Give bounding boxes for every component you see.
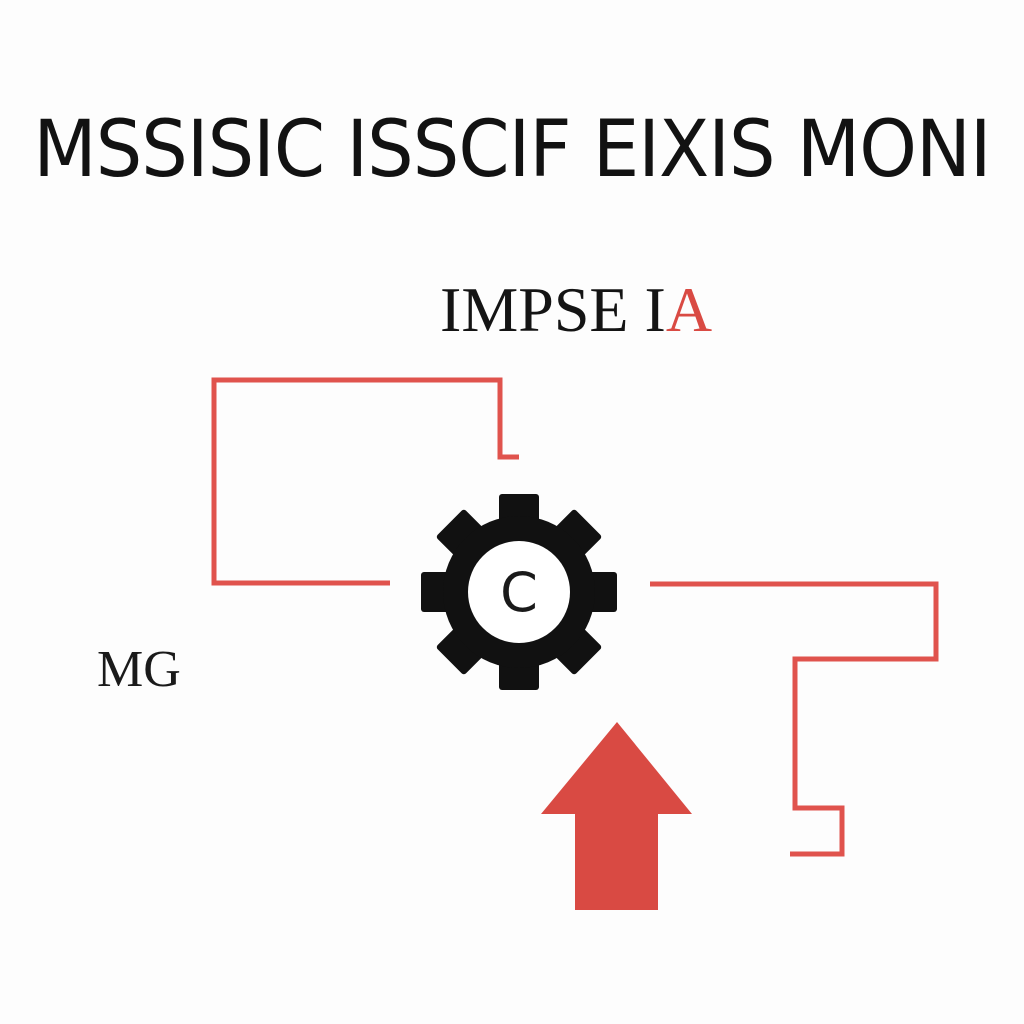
- gear-icon: C: [421, 494, 617, 690]
- diagram-subtitle: IMPSE IA: [440, 275, 712, 345]
- right-connector-line: [650, 581, 939, 857]
- subtitle-accent: A: [665, 274, 713, 345]
- subtitle-main: IMPSE I: [440, 274, 666, 345]
- up-arrow-icon: [541, 722, 692, 910]
- gear-center-label: C: [500, 561, 538, 624]
- side-label: MG: [97, 641, 181, 698]
- diagram-title: MSSISIC ISSCIF EIXIS MONI: [33, 105, 991, 195]
- left-connector-line: [211, 377, 519, 586]
